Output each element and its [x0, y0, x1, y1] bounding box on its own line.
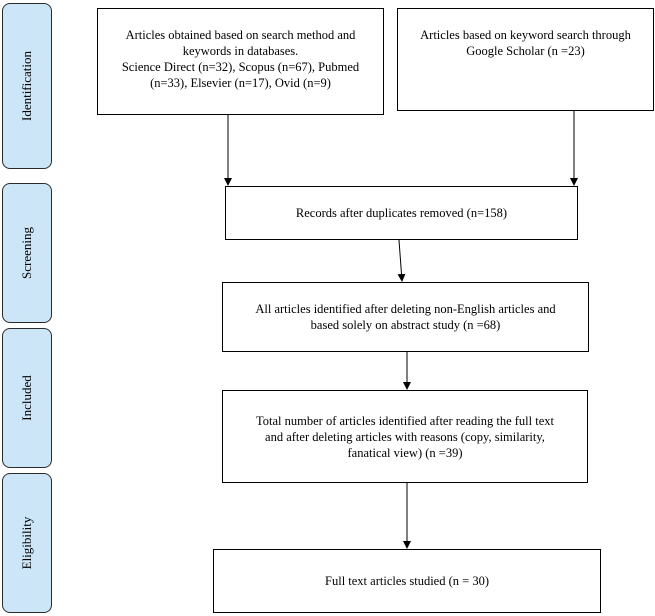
box-duplicates-removed: Records after duplicates removed (n=158) — [225, 186, 578, 240]
box-google-scholar: Articles based on keyword search through… — [397, 8, 654, 111]
box-full-text-review: Total number of articles identified afte… — [222, 390, 588, 483]
box-line: All articles identified after deleting n… — [255, 302, 556, 316]
box-line: Total number of articles identified afte… — [256, 413, 554, 428]
box-line: based solely on abstract study (n =68) — [310, 318, 501, 332]
box-line: Full text articles studied (n = 30) — [325, 574, 489, 588]
box-line: Articles obtained based on search method… — [125, 28, 356, 42]
phase-included: Included — [2, 328, 52, 468]
box-line: Records after duplicates removed (n=158) — [295, 206, 508, 220]
box-abstract-screening: All articles identified after deleting n… — [222, 282, 589, 352]
arrow-duplicates-to-abstract — [397, 239, 406, 282]
box-line: keywords in databases. — [182, 44, 299, 58]
box-line: Articles based on keyword search through — [420, 28, 631, 42]
box-line: and after deleting articles with reasons… — [265, 429, 545, 444]
phase-eligibility: Eligibility — [2, 473, 52, 613]
phase-identification: Identification — [2, 3, 52, 169]
box-line: (n=33), Elsevier (n=17), Ovid (n=9) — [150, 76, 331, 90]
box-line: Science Direct (n=32), Scopus (n=67), Pu… — [121, 60, 360, 74]
box-line: fanatical view) (n =39) — [347, 445, 463, 460]
box-line: Google Scholar (n =23) — [466, 44, 585, 58]
box-articles-studied: Full text articles studied (n = 30) — [213, 549, 601, 613]
phase-screening: Screening — [2, 183, 52, 323]
box-database-search: Articles obtained based on search method… — [97, 8, 384, 115]
